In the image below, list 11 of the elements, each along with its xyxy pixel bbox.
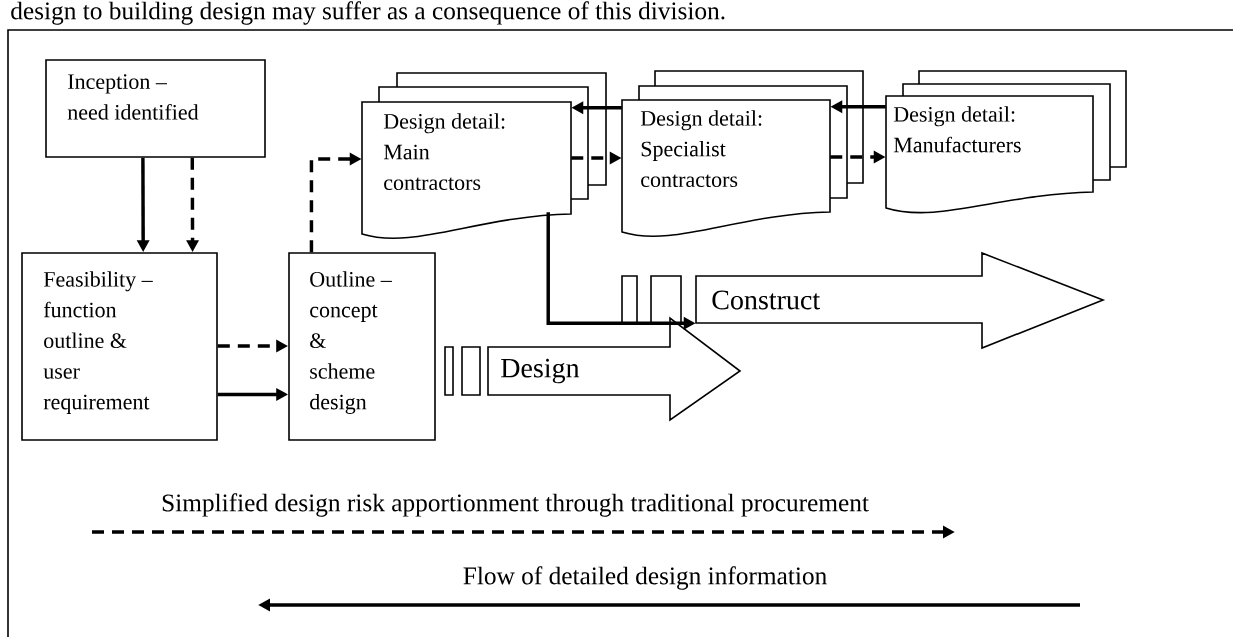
document-stack: Design detail: Specialist contractors (621, 70, 864, 237)
process-box: Outline – concept & scheme design (288, 252, 436, 441)
process-box: Inception – need identified (45, 59, 266, 158)
process-box: Feasibility – function outline & user requirement (21, 252, 218, 441)
caption-text: design to building design may suffer as a consequence of this division. (11, 1, 725, 25)
document-stack: Design detail: Manufacturers (885, 70, 1127, 214)
stage-banner: Construct (621, 251, 1106, 350)
legend-text: Simplified design risk apportionment through traditional procurement (162, 493, 869, 517)
legend-text: Flow of detailed design information (463, 566, 827, 590)
stage-banner: Design (444, 316, 742, 422)
document-stack: Design detail: Main contractors (361, 72, 607, 239)
